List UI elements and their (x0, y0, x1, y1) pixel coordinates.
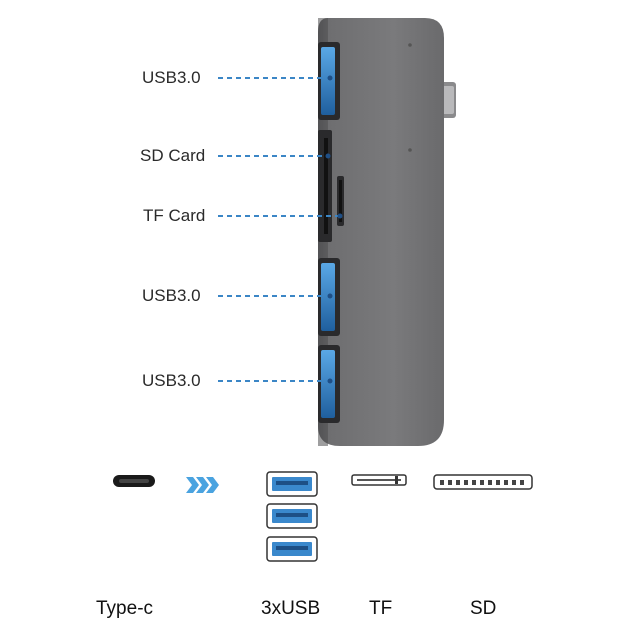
sd-card-slot (318, 130, 332, 242)
usb-port-icon (266, 503, 318, 529)
caption-type-c: Type-c (96, 598, 154, 619)
tf-slot-icon (351, 474, 407, 486)
caption-3xusb: 3xUSB (261, 598, 321, 619)
caption-tf: TF (369, 598, 393, 619)
callout-label-usb-3: USB3.0 (142, 371, 201, 390)
callout-label-sd-card: SD Card (140, 146, 206, 165)
tf-card-slot (337, 176, 344, 226)
usb-port-top (318, 42, 340, 120)
sd-slot-icon (433, 474, 533, 490)
callout-label-tf-card: TF Card (143, 206, 206, 225)
callout-label-usb-1: USB3.0 (142, 68, 201, 87)
caption-sd: SD (470, 598, 497, 619)
type-c-port-icon (113, 475, 155, 487)
usb-port-icon (266, 471, 318, 497)
usb-port-icon (266, 536, 318, 562)
chevron-arrows-icon (186, 477, 219, 493)
callout-label-usb-2: USB3.0 (142, 286, 201, 305)
usb-port-bottom (318, 345, 340, 423)
